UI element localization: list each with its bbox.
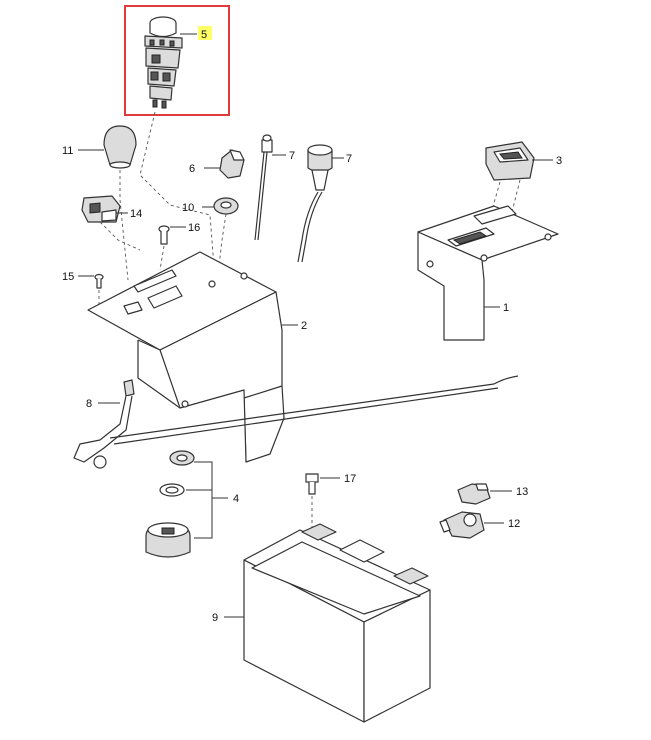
highlight-label-bg (198, 26, 212, 40)
part-4-ignition[interactable] (145, 450, 195, 558)
part-12-cover[interactable] (439, 511, 485, 539)
callout-4: 4 (233, 493, 239, 505)
callout-16: 16 (188, 222, 200, 234)
callout-9: 9 (212, 612, 218, 624)
part-8-lever[interactable] (73, 375, 519, 469)
callout-8: 8 (86, 398, 92, 410)
part-2-panel[interactable] (87, 251, 285, 463)
callout-7a: 7 (289, 150, 295, 162)
callout-10: 10 (182, 202, 194, 214)
part-9-battery[interactable] (243, 523, 431, 723)
callout-1: 1 (503, 302, 509, 314)
callout-12: 12 (508, 518, 520, 530)
callout-2: 2 (301, 320, 307, 332)
callout-11: 11 (62, 145, 73, 157)
part-11-knob[interactable] (103, 125, 137, 169)
callout-15: 15 (62, 271, 74, 283)
callout-14: 14 (130, 208, 142, 220)
callout-3: 3 (556, 155, 562, 167)
part-10-grommet[interactable] (213, 197, 239, 215)
callout-17: 17 (344, 473, 356, 485)
highlight-box (124, 5, 230, 116)
part-16-screw[interactable] (158, 225, 170, 245)
part-6-cap[interactable] (219, 149, 245, 179)
part-15-screw[interactable] (94, 273, 104, 289)
part-3-panel[interactable] (485, 141, 535, 181)
part-17-bolt[interactable] (305, 473, 319, 495)
part-5-switch[interactable] (144, 16, 183, 109)
callout-5: 5 (201, 29, 207, 41)
callout-7b: 7 (346, 153, 352, 165)
callout-6: 6 (189, 163, 195, 175)
part-7-cable-b[interactable] (297, 144, 333, 263)
part-13-cap[interactable] (457, 483, 491, 505)
callout-13: 13 (516, 486, 528, 498)
part-7-cable-a[interactable] (254, 134, 273, 241)
part-14-switch[interactable] (81, 195, 141, 251)
part-1-bracket[interactable] (417, 205, 559, 341)
